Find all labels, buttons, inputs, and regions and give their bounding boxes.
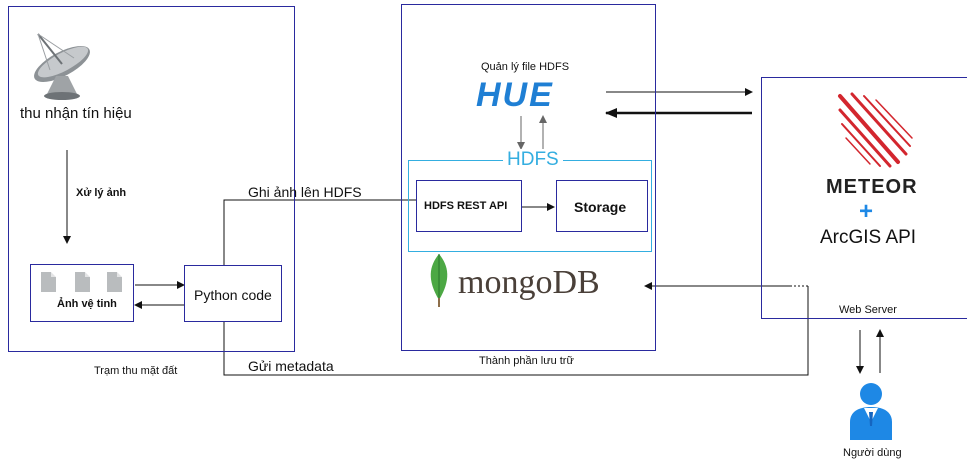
hdfs-label: HDFS <box>503 149 563 171</box>
python-code-box[interactable]: Python code <box>184 265 282 322</box>
user-label: Người dùng <box>843 447 902 459</box>
user-icon <box>850 383 892 440</box>
ground-station-box <box>8 6 295 352</box>
web-server-title: Web Server <box>839 304 897 316</box>
satellite-images-box[interactable]: Ảnh vệ tinh <box>30 264 134 322</box>
receive-signal-label: thu nhận tín hiệu <box>20 105 132 122</box>
plus-sign: + <box>859 198 874 225</box>
mongodb-logo: mongoDB <box>458 264 600 301</box>
storage-component-box <box>401 4 656 351</box>
meteor-logo: METEOR <box>826 176 918 198</box>
write-hdfs-label: Ghi ảnh lên HDFS <box>248 184 362 200</box>
hue-caption: Quản lý file HDFS <box>481 61 570 73</box>
document-icon <box>107 272 122 292</box>
document-icon <box>75 272 90 292</box>
write-hdfs-line <box>223 199 416 265</box>
send-metadata-label: Gửi metadata <box>248 358 334 374</box>
storage-box[interactable]: Storage <box>556 180 648 232</box>
mongodb-leaf-icon <box>430 254 448 307</box>
document-icon <box>41 272 56 292</box>
ground-station-title: Trạm thu mặt đất <box>94 365 178 377</box>
send-metadata-line <box>223 286 809 376</box>
satellite-images-label: Ảnh vệ tinh <box>57 298 117 310</box>
process-image-label: Xử lý ảnh <box>76 187 127 199</box>
arcgis-api-label: ArcGIS API <box>820 227 917 248</box>
web-server-box <box>761 77 967 319</box>
hdfs-rest-api-label: HDFS REST API <box>424 200 508 212</box>
satellite-dish-icon <box>34 33 90 100</box>
meteor-logo-icon <box>838 92 913 168</box>
python-code-label: Python code <box>194 287 272 303</box>
hue-logo: HUE <box>476 76 554 114</box>
storage-label: Storage <box>574 199 627 215</box>
hdfs-rest-api-box[interactable]: HDFS REST API <box>416 180 522 232</box>
storage-component-title: Thành phần lưu trữ <box>479 355 574 367</box>
